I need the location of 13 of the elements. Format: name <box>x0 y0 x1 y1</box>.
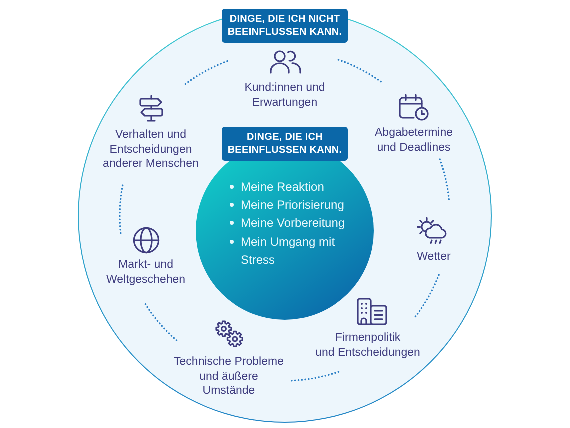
item-label: Technische Probleme und äußere Umstände <box>174 355 284 398</box>
item-label: Verhalten und Entscheidungen anderer Menschen <box>103 128 199 172</box>
list-item: Meine Vorbereitung <box>228 214 346 233</box>
list-item: Meine Reaktion <box>228 178 324 196</box>
list-item: Meine Priorisierung <box>228 196 344 214</box>
item-label: Markt- und Weltgeschehen <box>106 258 186 287</box>
item-label: Abgabetermine und Deadlines <box>375 126 453 155</box>
item-label: Wetter <box>417 250 451 264</box>
title-banner: DINGE, DIE ICH BEEINFLUSSEN KANN. <box>222 127 348 161</box>
item-label: Kund:innen und Erwartungen <box>244 81 326 110</box>
list-item: Mein Umgang mit Stress <box>228 232 336 270</box>
title-banner: DINGE, DIE ICH NICHT BEEINFLUSSEN KANN. <box>222 9 348 43</box>
item-label: Firmenpolitik und Entscheidungen <box>316 331 420 360</box>
